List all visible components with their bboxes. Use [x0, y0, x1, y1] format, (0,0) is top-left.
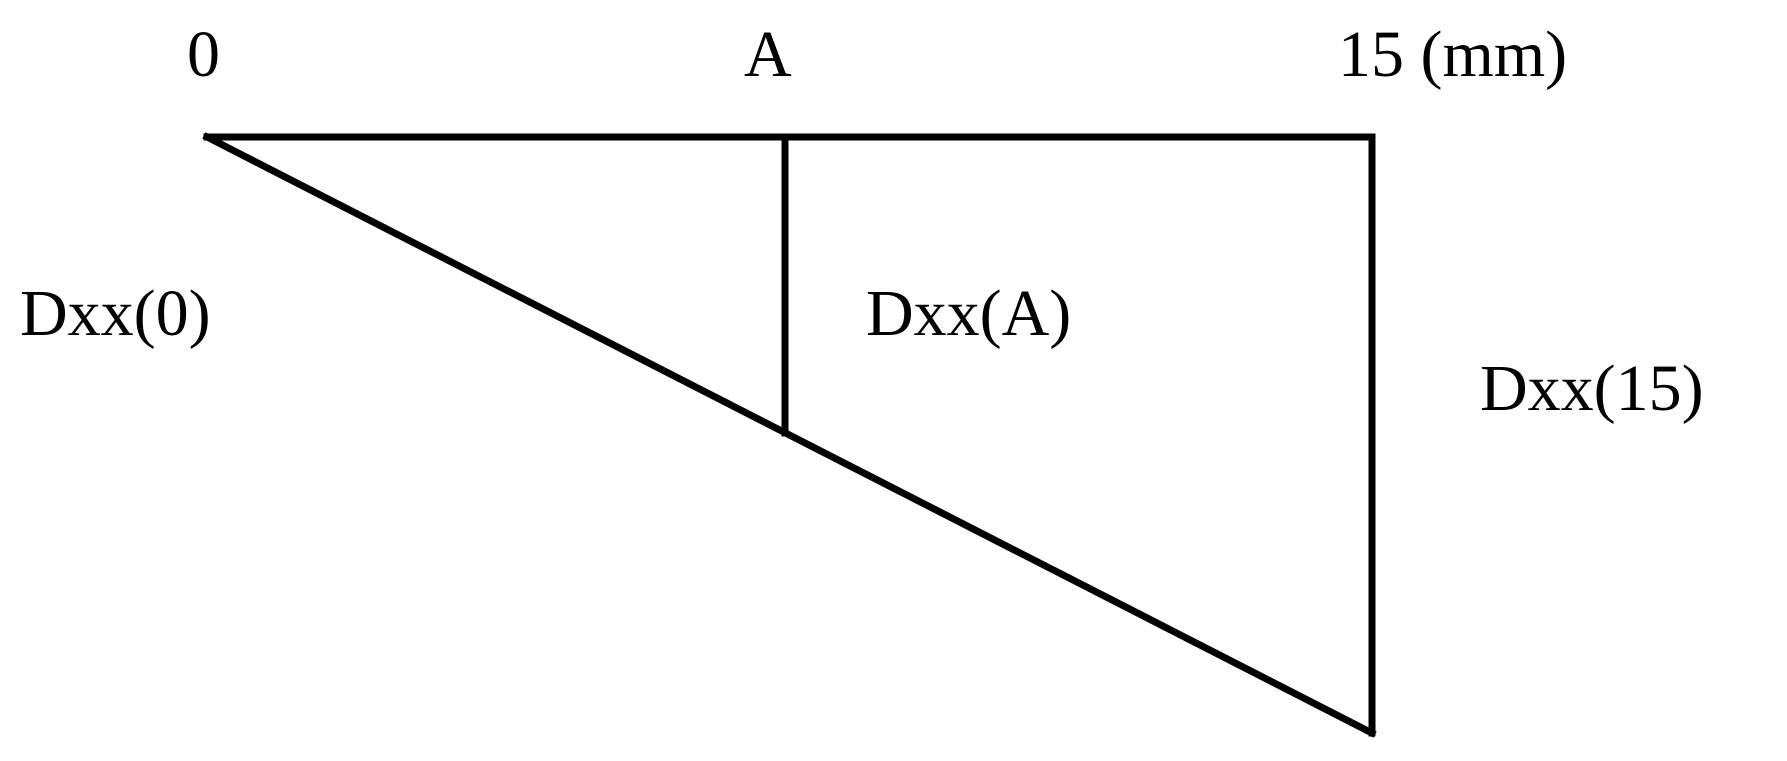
dxx-0-label: Dxx(0) — [20, 277, 211, 350]
origin-label: 0 — [187, 18, 220, 91]
end-label: 15 (mm) — [1338, 18, 1567, 91]
hypotenuse-line — [202, 132, 1377, 738]
dxx-a-label: Dxx(A) — [866, 277, 1071, 350]
dxx-15-label: Dxx(15) — [1480, 352, 1704, 425]
point-a-label: A — [744, 18, 792, 91]
